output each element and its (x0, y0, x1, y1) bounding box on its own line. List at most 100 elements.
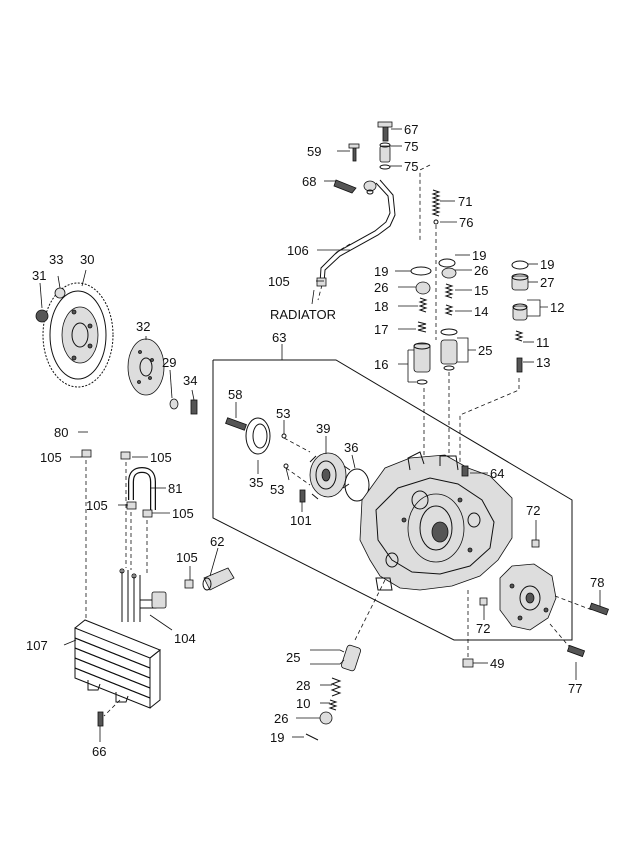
callout-77: 77 (568, 681, 582, 696)
callout-53b: 53 (270, 482, 284, 497)
valve-parts-left (410, 266, 432, 385)
callout-105d: 105 (86, 498, 108, 513)
callout-29: 29 (162, 355, 176, 370)
dash-53b (285, 467, 311, 486)
callout-68: 68 (302, 174, 316, 189)
rear-cover (499, 563, 557, 631)
callout-105e: 105 (172, 506, 194, 521)
bolt-78 (589, 602, 609, 616)
callout-12: 12 (550, 300, 564, 315)
callout-81: 81 (168, 481, 182, 496)
radiator-arrow (311, 289, 315, 305)
bolt-66 (97, 711, 104, 727)
dash-77 (549, 623, 573, 651)
callout-62: 62 (210, 534, 224, 549)
callout-34: 34 (183, 373, 197, 388)
drive-plate (127, 338, 165, 396)
pin-53a (281, 433, 287, 439)
hose-81 (128, 466, 156, 510)
bolt-34 (190, 399, 198, 415)
valve-parts-right (511, 260, 529, 373)
washer-29 (169, 398, 179, 410)
callout-19c: 19 (540, 257, 554, 272)
callout-72a: 72 (526, 503, 540, 518)
callout-13: 13 (536, 355, 550, 370)
valve-parts-middle (438, 258, 458, 371)
callout-31: 31 (32, 268, 46, 283)
cooler-lines-104 (119, 568, 167, 622)
callout-32: 32 (136, 319, 150, 334)
o-ring-36 (344, 468, 370, 502)
callout-49: 49 (490, 656, 504, 671)
bolt-101 (299, 489, 306, 503)
callout-101: 101 (290, 513, 312, 528)
callout-105c: 105 (150, 450, 172, 465)
bolt-77 (566, 644, 586, 658)
callout-63: 63 (272, 330, 286, 345)
dash-53a (283, 437, 311, 453)
callout-105b: 105 (40, 450, 62, 465)
callout-17: 17 (374, 322, 388, 337)
plug-72b (479, 597, 488, 606)
clamp-105e (142, 509, 153, 518)
dash-66 (103, 699, 121, 717)
callout-105a: 105 (268, 274, 290, 289)
plug-72a (531, 539, 540, 548)
dash-13 (459, 378, 520, 470)
callout-19b: 19 (374, 264, 388, 279)
callout-30: 30 (80, 252, 94, 267)
dash-25b (354, 579, 386, 641)
fitting-62 (184, 567, 235, 591)
dash-71 (419, 164, 431, 240)
housing-group-frame (212, 359, 573, 641)
spring-71 (431, 189, 441, 225)
callout-27: 27 (540, 275, 554, 290)
callout-10: 10 (296, 696, 310, 711)
clamp-105b (81, 449, 92, 458)
callout-33: 33 (49, 252, 63, 267)
callout-19a: 19 (472, 248, 486, 263)
oil-cooler-107 (74, 619, 161, 709)
callout-66: 66 (92, 744, 106, 759)
hose-80 (84, 407, 128, 452)
callout-76: 76 (459, 215, 473, 230)
callout-26c: 26 (274, 711, 288, 726)
callout-19d: 19 (270, 730, 284, 745)
callout-67: 67 (404, 122, 418, 137)
radiator-label: RADIATOR (270, 307, 336, 322)
callout-14: 14 (474, 304, 488, 319)
callout-numbers: 67 75 59 75 68 71 76 106 19 26 19 19 27 … (26, 122, 604, 759)
plug-49 (462, 658, 474, 668)
callout-75a: 75 (404, 139, 418, 154)
callout-25a: 25 (478, 343, 492, 358)
plug-64 (461, 465, 469, 477)
callout-39: 39 (316, 421, 330, 436)
callout-26b: 26 (374, 280, 388, 295)
callout-72b: 72 (476, 621, 490, 636)
transaxle-case (359, 451, 513, 591)
callout-26a: 26 (474, 263, 488, 278)
callout-36: 36 (344, 440, 358, 455)
callout-75b: 75 (404, 159, 418, 174)
callout-15: 15 (474, 283, 488, 298)
callout-71: 71 (458, 194, 472, 209)
oil-pump-39 (309, 452, 351, 500)
leader-lines (39, 128, 601, 742)
dipstick-tube-assembly (316, 121, 396, 301)
callout-104: 104 (174, 631, 196, 646)
clamp-105d (126, 501, 137, 510)
callout-28: 28 (296, 678, 310, 693)
bolt-58 (225, 417, 247, 431)
callout-25b: 25 (286, 650, 300, 665)
callout-80: 80 (54, 425, 68, 440)
callout-16: 16 (374, 357, 388, 372)
callout-64: 64 (490, 466, 504, 481)
callout-106: 106 (287, 243, 309, 258)
callout-18: 18 (374, 299, 388, 314)
pin-53b (283, 463, 289, 469)
callout-11: 11 (536, 335, 550, 350)
flywheel-bolts (35, 287, 66, 323)
dash-78 (554, 595, 593, 611)
callout-58: 58 (228, 387, 242, 402)
